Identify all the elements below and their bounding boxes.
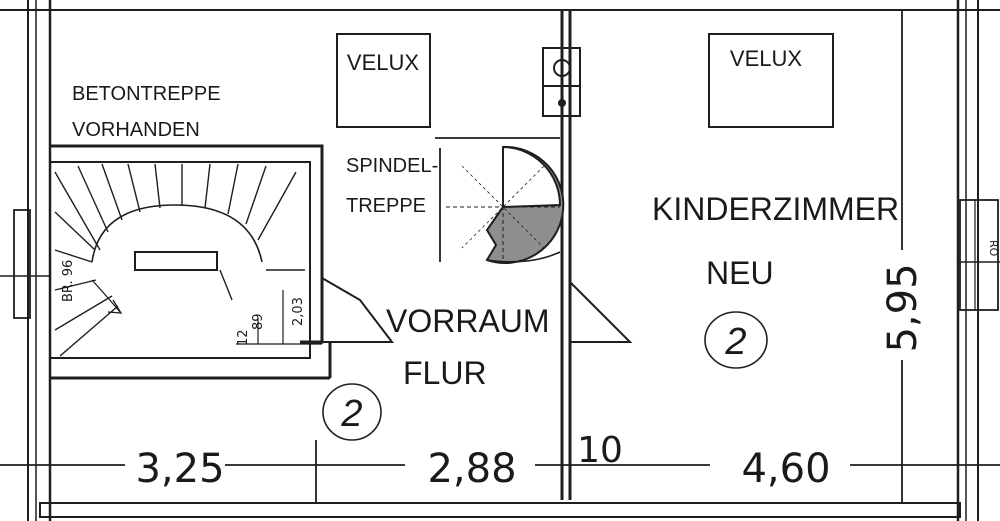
vorraum-roof-slope (321, 277, 395, 343)
room-number-circle-left (322, 383, 382, 441)
vorraum-label: VORRAUM (386, 303, 550, 339)
concrete-stair (49, 144, 332, 380)
neu-label: NEU (706, 255, 774, 291)
spindel-label-line1: SPINDEL- (346, 155, 438, 177)
partition-wall (560, 10, 572, 500)
room-number-right: 2 (724, 321, 746, 363)
dimension-width-right: 4,60 (741, 446, 830, 492)
dimension-lines (0, 10, 1000, 503)
stair-dim-a: 12 (236, 329, 251, 346)
kinderzimmer-label: KINDERZIMMER (652, 191, 899, 227)
spindel-label-line2: TREPPE (346, 195, 426, 217)
stair-dim-c: 2,03 (291, 297, 306, 326)
window-left (0, 209, 50, 319)
spiral-staircase (435, 137, 565, 264)
dimension-wall-thickness: 10 (577, 430, 623, 471)
room-number-left: 2 (340, 393, 362, 435)
velux-window-left (336, 33, 431, 128)
window-right (958, 199, 1000, 311)
stair-width-label: BR. 96 (61, 260, 76, 302)
stair-dimension-marks (236, 290, 322, 345)
flur-label: FLUR (403, 355, 487, 391)
dimension-height-right: 5,95 (880, 263, 926, 352)
velux-window-right (708, 33, 834, 128)
dimension-width-left: 3,25 (135, 446, 224, 492)
betontreppe-label-line1: BETONTREPPE (72, 83, 221, 105)
side-code-label: RO (987, 240, 1000, 257)
kinderzimmer-roof-slope (569, 281, 633, 343)
velux-label-right: VELUX (730, 46, 802, 71)
chimney-shaft (542, 47, 581, 117)
dimension-width-middle: 2,88 (427, 446, 516, 492)
stair-dim-b: 89 (251, 313, 266, 330)
room-number-circle-right (704, 311, 768, 369)
betontreppe-label-line2: VORHANDEN (72, 119, 200, 141)
velux-label-left: VELUX (347, 50, 419, 75)
